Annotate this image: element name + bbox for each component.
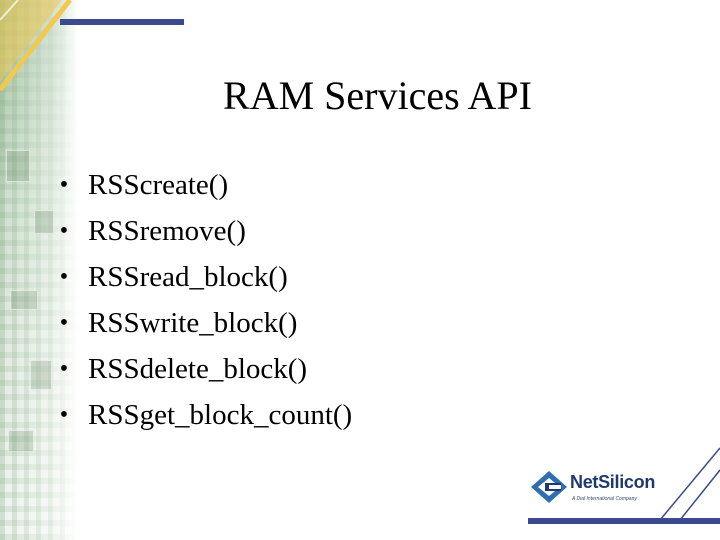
bullet-icon: •: [59, 310, 69, 336]
bullet-icon: •: [59, 264, 69, 290]
bullet-text: RSSget_block_count(): [88, 399, 353, 431]
bullet-text: RSSdelete_block(): [88, 353, 308, 385]
bullet-icon: •: [59, 172, 69, 198]
bullet-icon: •: [59, 356, 69, 382]
bottom-accent-bar: [528, 518, 720, 524]
bullet-text: RSSremove(): [88, 215, 246, 247]
bullet-icon: •: [59, 402, 69, 428]
bullet-icon: •: [59, 218, 69, 244]
diagonal-accent-lines: [659, 447, 720, 520]
slide-title: RAM Services API: [223, 73, 532, 118]
bullet-text: RSSread_block(): [88, 261, 288, 293]
circuit-chip: [6, 150, 30, 182]
circuit-chip: [30, 360, 52, 390]
netsilicon-logo: NetSilicon A Dial International Company: [530, 468, 670, 512]
circuit-board-strip: [0, 0, 78, 540]
logo-tagline: A Dial International Company: [572, 496, 637, 502]
logo-name: NetSilicon: [570, 472, 656, 492]
circuit-chip: [10, 290, 38, 310]
circuit-chip: [8, 430, 34, 452]
bullet-text: RSScreate(): [88, 169, 229, 201]
circuit-chip: [34, 210, 54, 234]
netsilicon-logo-icon: [531, 471, 567, 503]
yellow-corner-accent: [0, 0, 72, 92]
bullet-text: RSSwrite_block(): [88, 307, 298, 339]
top-accent-bar: [60, 19, 184, 25]
